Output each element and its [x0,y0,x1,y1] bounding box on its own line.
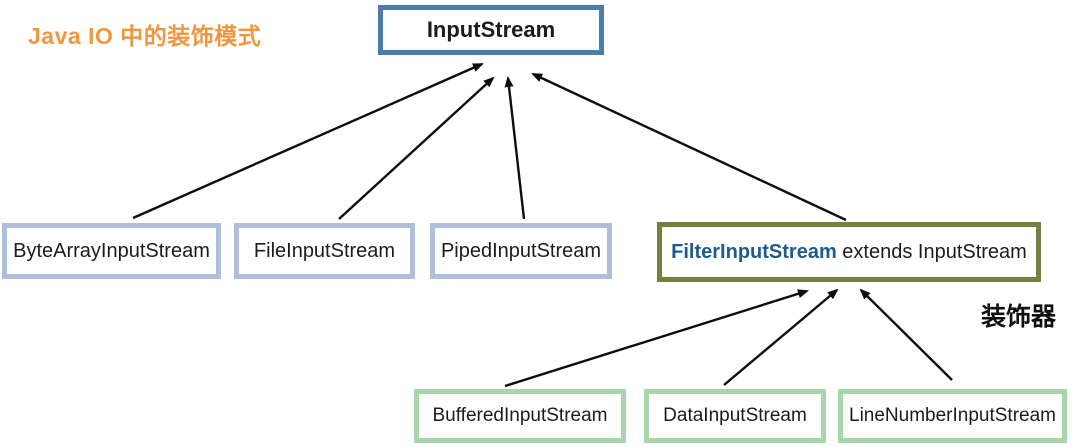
node-bytearrayinputstream: ByteArrayInputStream [2,223,221,279]
arrow-LineNumberInputStream-to-FilterInputStream [859,288,953,381]
node-fileinputstream-label: FileInputStream [253,239,396,262]
arrow-ByteArrayInputStream-to-InputStream [132,62,484,220]
node-fileinputstream: FileInputStream [234,223,415,279]
diagram-title: Java IO 中的装饰模式 [28,23,262,49]
node-bufferedinputstream-label: BufferedInputStream [432,405,608,426]
arrow-FileInputStream-to-InputStream [338,76,495,220]
node-filterinputstream-highlight: FilterInputStream [671,240,837,263]
node-bytearrayinputstream-label: ByteArrayInputStream [13,239,210,262]
node-pipedinputstream-label: PipedInputStream [440,239,602,262]
node-inputstream-label: InputStream [426,17,556,42]
arrow-BufferedInputStream-to-FilterInputStream [504,289,809,388]
node-linenumberinputstream: LineNumberInputStream [838,389,1067,443]
node-linenumberinputstream-label: LineNumberInputStream [849,405,1056,426]
decorator-annotation: 装饰器 [981,303,1057,331]
arrow-PipedInputStream-to-InputStream [504,76,526,220]
arrow-FilterInputStream-to-InputStream [531,72,847,222]
node-filterinputstream-rest: extends InputStream [836,240,1027,263]
node-filterinputstream: FilterInputStream extends InputStream [657,222,1041,282]
arrow-DataInputStream-to-FilterInputStream [723,288,839,386]
node-inputstream: InputStream [378,5,604,55]
node-datainputstream: DataInputStream [644,389,826,443]
node-pipedinputstream: PipedInputStream [430,223,612,279]
node-datainputstream-label: DataInputStream [663,405,807,426]
node-bufferedinputstream: BufferedInputStream [414,389,626,443]
